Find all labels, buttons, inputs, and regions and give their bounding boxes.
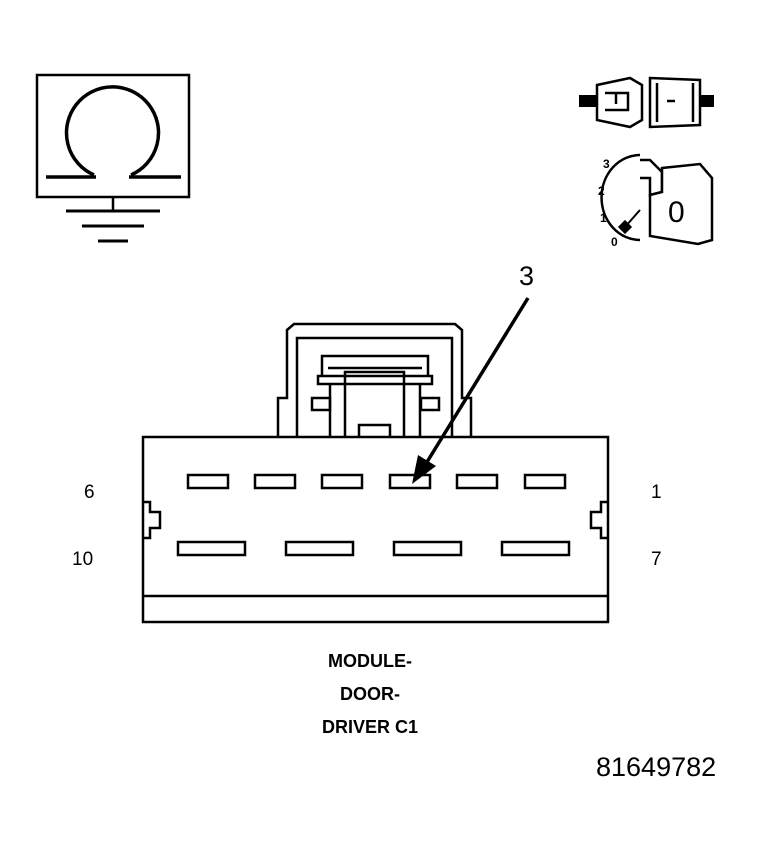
caption-line-3: DRIVER C1 <box>321 717 419 737</box>
pin-label-bottom-left: 10 <box>72 549 94 570</box>
cavity-pin-9 <box>284 540 355 557</box>
cavity-pin-2 <box>455 473 499 490</box>
cavity-pin-1 <box>523 473 567 490</box>
connector-disconnected-icon <box>579 76 714 129</box>
pin-label-top-left: 6 <box>84 482 95 503</box>
ignition-off-icon: 3 2 1 0 0 <box>598 153 714 249</box>
ignition-position-3: 3 <box>603 157 610 171</box>
cavity-pin-4 <box>320 473 364 490</box>
cavity-pin-3 <box>388 473 432 490</box>
caption-line-2: DOOR- <box>340 684 400 704</box>
cavity-pin-7 <box>500 540 571 557</box>
ignition-position-2: 2 <box>598 184 605 198</box>
bottom-row-cavities <box>176 540 571 557</box>
pin-label-top-right: 1 <box>651 482 662 503</box>
top-row-cavities <box>186 473 567 490</box>
connector-c1 <box>141 322 610 624</box>
cavity-pin-10 <box>176 540 247 557</box>
callout-number: 3 <box>519 261 535 291</box>
ohmmeter-ground-icon <box>35 73 191 243</box>
pin-label-bottom-right: 7 <box>651 549 662 570</box>
figure-id: 81649782 <box>596 752 717 782</box>
cavity-pin-5 <box>253 473 297 490</box>
cavity-pin-6 <box>186 473 230 490</box>
caption-line-1: MODULE- <box>328 651 412 671</box>
ignition-position-0: 0 <box>611 235 618 249</box>
cavity-pin-8 <box>392 540 463 557</box>
callout-arrow <box>412 297 530 484</box>
ignition-position-1: 1 <box>600 211 607 225</box>
key-label: 0 <box>668 196 685 229</box>
